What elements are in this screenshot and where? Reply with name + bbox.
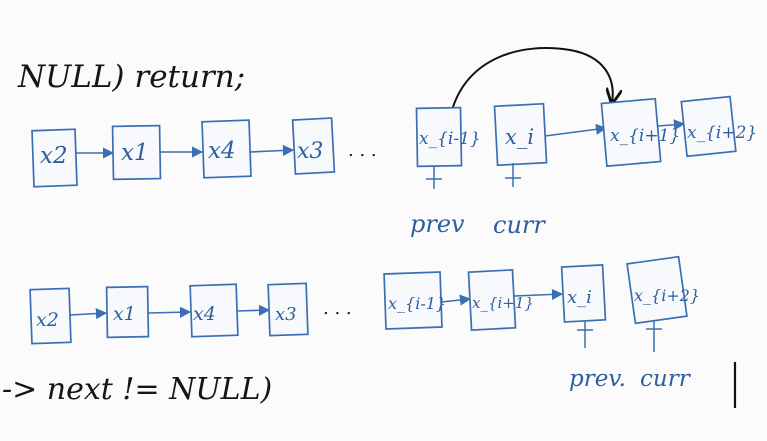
row2-node-3-label: x4 [193,303,216,325]
row2-link-3-4 [236,304,271,316]
row1-node-xi: x_i [493,102,548,167]
row2-node-2-label: x1 [113,303,136,325]
row1-node-xi-1-label: x_{i-1} [419,129,481,149]
next-not-null-condition: -> next != NULL) [2,372,272,407]
row1-node-xi+2-label: x_{i+2} [687,123,757,143]
row1-node-1-label: x2 [40,143,68,169]
row1-node-2: x1 [111,124,162,181]
row2-node-xi+1: x_{i+1} [467,268,534,332]
row1-node-3-label: x4 [208,138,236,164]
row1-node-xi-1: x_{i-1} [415,106,481,168]
row1-link-xi-to-xi+1 [544,123,608,137]
row2-node-xi+2-label: x_{i+2} [634,286,700,305]
row2-prev-label: prev. [569,366,626,392]
row1-link-3-4 [249,144,295,157]
row1-node-1: x2 [31,128,78,188]
row2-node-1-label: x2 [36,309,59,331]
row1-pointers [426,163,521,189]
row2-link-xi+1-to-xi [513,288,564,301]
row1-node-4: x3 [291,117,336,175]
row2-link-1-2 [69,307,108,320]
row1-node-2-label: x1 [121,140,149,166]
row2-node-2: x1 [105,285,150,339]
row2-link-xi-1-to-xi+1 [440,294,472,306]
row2-node-1: x2 [29,287,72,345]
row2-node-xi-label: x_i [567,287,592,308]
row2-node-xi+2: x_{i+2} [626,255,700,325]
row2-node-4: x3 [267,282,309,337]
row2-node-xi-1: x_{i-1} [383,271,446,330]
row2-node-xi: x_i [560,264,607,323]
reconnect-arc [451,47,613,111]
row1-ellipsis: . . . [348,140,377,161]
row1-links [76,119,686,159]
row1-node-4-label: x3 [297,139,323,164]
row2-pointers [577,320,662,352]
row1-node-xi+1-label: x_{i+1} [610,126,680,146]
row2-node-xi-1-label: x_{i-1} [388,294,446,313]
row1-node-3: x4 [201,119,252,179]
row1-node-xi+1: x_{i+1} [600,97,680,168]
row2-links [69,288,564,320]
row1-link-xi+1-to-xi+2 [657,119,686,131]
row2-node-3: x4 [189,283,239,338]
row1-node-xi+2: x_{i+2} [680,95,757,158]
row1-curr-label: curr [493,211,546,239]
row2-ellipsis: . . . [323,298,352,319]
row2-curr-label: curr [640,366,692,392]
row2-node-xi+1-label: x_{i+1} [472,294,534,312]
null-return-statement: NULL) return; [17,59,245,95]
row1-prev-label: prev [410,210,465,238]
row2-link-2-3 [147,306,192,318]
row2-node-4-label: x3 [275,304,297,325]
row1-node-xi-label: x_i [505,125,534,149]
